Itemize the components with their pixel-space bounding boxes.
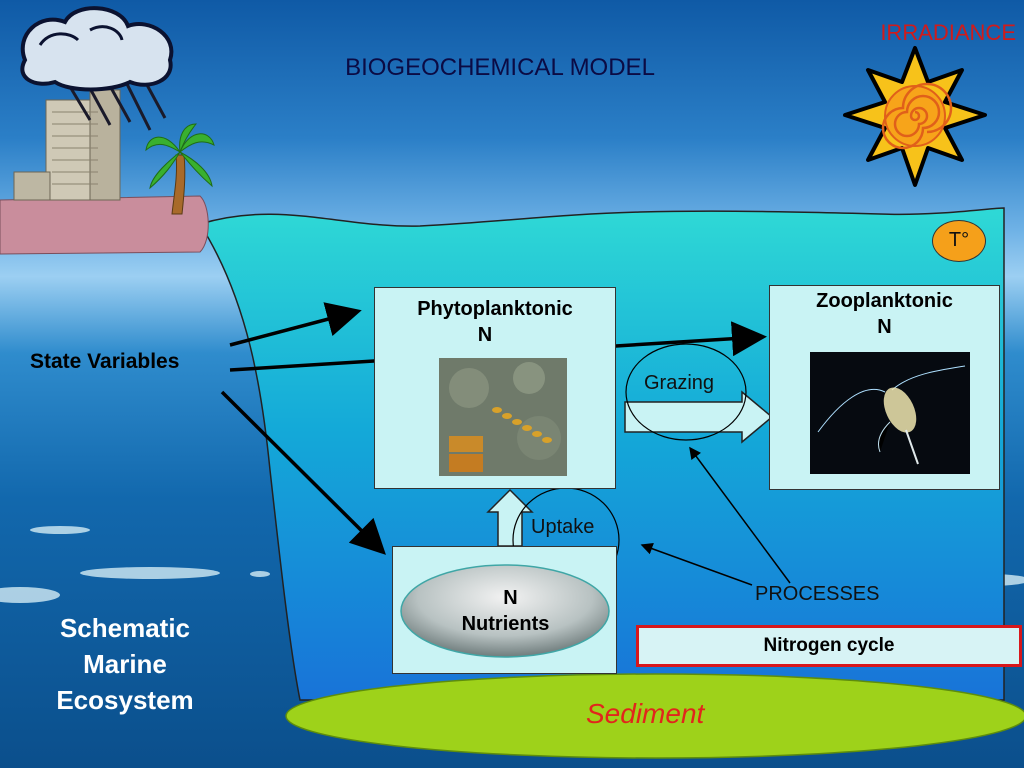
building-icon <box>13 89 121 201</box>
zooplankton-photo <box>810 352 970 474</box>
sediment-label: Sediment <box>586 698 705 729</box>
nutrients-label-line2: Nutrients <box>461 613 550 635</box>
schematic-line3: Ecosystem <box>56 685 194 715</box>
nutrients-ellipse <box>400 564 610 658</box>
irradiance-label: IRRADIANCE <box>880 20 1016 45</box>
process-arrow-grazing <box>689 446 791 584</box>
process-arrow-uptake <box>640 542 753 586</box>
uptake-arrow <box>486 488 534 547</box>
phytoplankton-box: Phytoplanktonic N <box>374 287 616 489</box>
palm-tree-icon <box>145 123 215 215</box>
phytoplankton-label: Phytoplanktonic N <box>375 296 615 348</box>
state-arrow-nutrients <box>220 390 386 555</box>
rain-cloud-icon <box>20 6 174 131</box>
schematic-title: Schematic Marine Ecosystem <box>30 610 220 718</box>
nutrients-label-line1: N <box>503 587 518 609</box>
shore <box>0 195 209 255</box>
page-title: BIOGEOCHEMICAL MODEL <box>345 54 655 81</box>
state-arrow-phyto <box>229 302 362 347</box>
phytoplankton-photo <box>439 358 567 476</box>
nutrients-label: N Nutrients <box>393 585 618 637</box>
zooplankton-label-line1: Zooplanktonic <box>816 290 953 312</box>
sediment-ellipse <box>285 673 1024 759</box>
grazing-label: Grazing <box>644 372 715 394</box>
uptake-label: Uptake <box>531 516 595 538</box>
grazing-arrow <box>624 390 774 444</box>
schematic-line1: Schematic <box>59 613 191 643</box>
temperature-badge: T° <box>932 220 986 262</box>
nutrients-box: N Nutrients <box>392 546 617 674</box>
sun-icon <box>843 46 987 187</box>
nitrogen-cycle-box: Nitrogen cycle <box>636 625 1022 667</box>
processes-label: PROCESSES <box>755 583 880 605</box>
zooplankton-label: Zooplanktonic N <box>770 288 999 340</box>
schematic-line2: Marine <box>83 649 167 679</box>
state-variables-label: State Variables <box>30 350 180 373</box>
grazing-circle <box>625 343 747 441</box>
phytoplankton-label-line1: Phytoplanktonic <box>417 298 573 320</box>
phytoplankton-label-line2: N <box>477 324 493 346</box>
zooplankton-label-line2: N <box>877 316 892 338</box>
zooplankton-box: Zooplanktonic N <box>769 285 1000 490</box>
